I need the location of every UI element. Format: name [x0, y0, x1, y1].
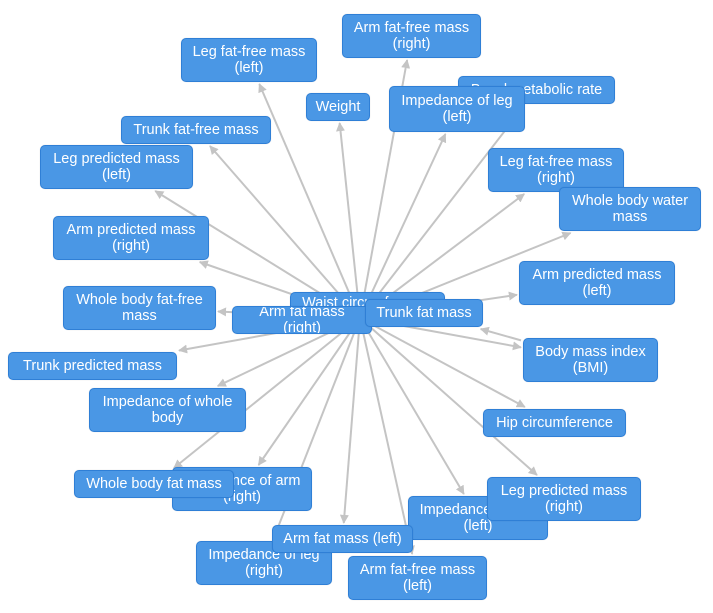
node-weight[interactable]: Weight: [306, 93, 370, 121]
edge-arm-fat-mass-right-to-impedance-of-leg-left: [359, 133, 447, 319]
node-hip-circumference[interactable]: Hip circumference: [483, 409, 626, 437]
node-leg-fat-free-mass-right[interactable]: Leg fat-free mass (right): [488, 148, 624, 192]
edge-body-mass-index-to-trunk-fat-mass: [479, 326, 522, 342]
edge-arm-fat-mass-right-to-hip-circumference: [359, 317, 526, 408]
node-arm-fat-free-mass-right[interactable]: Arm fat-free mass (right): [342, 14, 481, 58]
node-body-mass-index[interactable]: Body mass index (BMI): [523, 338, 658, 382]
edge-arm-fat-mass-right-to-weight: [336, 122, 361, 319]
node-leg-predicted-mass-left[interactable]: Leg predicted mass (left): [40, 145, 193, 189]
edge-arm-fat-mass-right-to-impedance-of-arm-right: [257, 317, 361, 466]
edge-arm-fat-mass-right-to-arm-fat-free-mass-left: [359, 317, 415, 555]
edge-arm-fat-mass-right-to-arm-fat-mass-left: [339, 317, 361, 524]
node-arm-predicted-mass-left[interactable]: Arm predicted mass (left): [519, 261, 675, 305]
node-leg-fat-free-mass-left[interactable]: Leg fat-free mass (left): [181, 38, 317, 82]
node-leg-predicted-mass-right[interactable]: Leg predicted mass (right): [487, 477, 641, 521]
edge-arm-fat-mass-right-to-leg-predicted-mass-right: [359, 317, 538, 476]
node-arm-predicted-mass-right[interactable]: Arm predicted mass (right): [53, 216, 209, 260]
node-arm-fat-mass-right[interactable]: Arm fat mass (right): [232, 306, 372, 334]
edge-arm-fat-mass-right-to-basal-metabolic-rate: [359, 105, 525, 319]
node-trunk-fat-free-mass[interactable]: Trunk fat-free mass: [121, 116, 271, 144]
edge-arm-fat-mass-right-to-impedance-of-arm-left: [359, 317, 465, 495]
node-trunk-predicted-mass[interactable]: Trunk predicted mass: [8, 352, 177, 380]
node-whole-body-fat-free-mass[interactable]: Whole body fat-free mass: [63, 286, 216, 330]
edge-arm-fat-mass-right-to-whole-body-fat-mass: [173, 317, 361, 469]
node-impedance-of-whole-body[interactable]: Impedance of whole body: [89, 388, 246, 432]
node-whole-body-fat-mass[interactable]: Whole body fat mass: [74, 470, 234, 498]
edge-arm-fat-mass-right-to-leg-fat-free-mass-left: [258, 83, 361, 319]
node-trunk-fat-mass[interactable]: Trunk fat mass: [365, 299, 483, 327]
edge-arm-fat-mass-right-to-trunk-fat-free-mass: [209, 145, 361, 319]
node-arm-fat-free-mass-left[interactable]: Arm fat-free mass (left): [348, 556, 487, 600]
node-whole-body-water-mass[interactable]: Whole body water mass: [559, 187, 701, 231]
node-impedance-of-leg-left[interactable]: Impedance of leg (left): [389, 86, 525, 132]
node-arm-fat-mass-left[interactable]: Arm fat mass (left): [272, 525, 413, 553]
